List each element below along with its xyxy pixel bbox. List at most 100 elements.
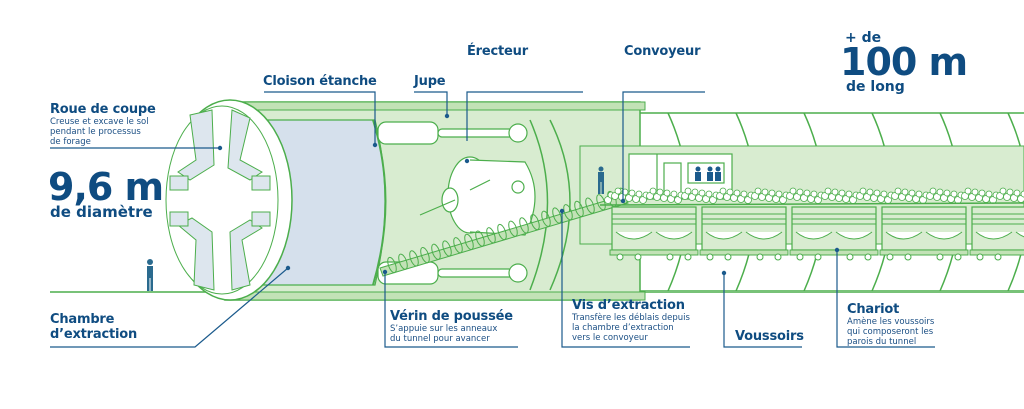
length-value: 100 m	[840, 42, 967, 82]
muck-rock	[755, 188, 761, 194]
muck-rock	[832, 189, 838, 195]
wagon-wheel	[887, 254, 893, 260]
muck-rock	[615, 188, 621, 194]
muck-rock	[916, 191, 922, 197]
label-vis-extraction: Vis d’extraction Transfère les déblais d…	[572, 298, 690, 343]
label-title: Jupe	[414, 74, 445, 89]
label-desc-line: qui composeront les	[847, 327, 934, 337]
label-desc-line: Amène les voussoirs	[847, 317, 934, 327]
worker-figure	[147, 259, 153, 291]
segment-wagon	[970, 207, 1024, 260]
label-title: Érecteur	[467, 44, 528, 59]
muck-rock	[930, 188, 936, 194]
muck-rock	[776, 191, 782, 197]
muck-rock	[874, 190, 880, 196]
muck-rock	[860, 188, 866, 194]
muck-rock	[972, 189, 978, 195]
label-roue-de-coupe: Roue de coupe Creuse et excave le sol pe…	[50, 102, 156, 147]
muck-rock	[839, 190, 845, 196]
label-desc-line: Creuse et excave le sol	[50, 117, 156, 127]
muck-rock	[762, 189, 768, 195]
label-desc-line: Transfère les déblais depuis	[572, 313, 690, 323]
label-title: Vérin de poussée	[390, 309, 513, 324]
segment-wagons	[610, 207, 1024, 260]
muck-rock	[825, 188, 831, 194]
wagon-wheel	[797, 254, 803, 260]
diameter-caption: de diamètre	[50, 203, 153, 221]
label-chambre-extraction: Chambre d’extraction	[50, 312, 137, 342]
wagon-wheel	[775, 254, 781, 260]
muck-rock	[1007, 189, 1013, 195]
wagon-wheel	[707, 254, 713, 260]
wagon-wheel	[617, 254, 623, 260]
label-title: Convoyeur	[624, 44, 700, 59]
label-jupe: Jupe	[414, 74, 445, 89]
wagon-wheel	[995, 254, 1001, 260]
muck-rock	[685, 188, 691, 194]
wagon-wheel	[955, 254, 961, 260]
label-convoyeur: Convoyeur	[624, 44, 700, 59]
muck-rock	[636, 191, 642, 197]
label-voussoirs: Voussoirs	[735, 329, 804, 344]
muck-rock	[1000, 188, 1006, 194]
label-desc-line: du tunnel pour avancer	[390, 334, 513, 344]
muck-rock	[867, 189, 873, 195]
label-title-line: Chambre	[50, 312, 137, 327]
wagon-wheel	[847, 254, 853, 260]
label-title: Chariot	[847, 302, 934, 317]
label-desc-line: vers le convoyeur	[572, 333, 690, 343]
muck-rock	[769, 190, 775, 196]
muck-rock	[881, 191, 887, 197]
muck-rock	[699, 190, 705, 196]
wagon-wheel	[937, 254, 943, 260]
muck-rock	[846, 191, 852, 197]
muck-rock	[741, 191, 747, 197]
wagon-wheel	[725, 254, 731, 260]
muck-rock	[895, 188, 901, 194]
muck-rock	[706, 191, 712, 197]
label-desc-line: pendant le processus	[50, 127, 156, 137]
muck-rock	[664, 190, 670, 196]
muck-rock	[671, 191, 677, 197]
label-chariot: Chariot Amène les voussoirs qui composer…	[847, 302, 934, 347]
wagon-wheel	[757, 254, 763, 260]
wagon-wheel	[685, 254, 691, 260]
muck-rock	[979, 190, 985, 196]
muck-rock	[790, 188, 796, 194]
label-verin-de-poussee: Vérin de poussée S’appuie sur les anneau…	[390, 309, 513, 344]
label-erecteur: Érecteur	[467, 44, 528, 59]
length-caption: de long	[846, 79, 905, 95]
segment-wagon	[700, 207, 788, 260]
diameter-value: 9,6 m	[48, 168, 163, 206]
cutter-head	[166, 100, 292, 300]
muck-rock	[909, 190, 915, 196]
label-desc-line: de forage	[50, 137, 156, 147]
muck-rock	[629, 190, 635, 196]
label-cloison-etanche: Cloison étanche	[263, 74, 377, 89]
wagon-wheel	[865, 254, 871, 260]
muck-rock	[937, 189, 943, 195]
wagon-wheel	[977, 254, 983, 260]
muck-rock	[657, 189, 663, 195]
muck-rock	[1014, 190, 1020, 196]
muck-rock	[965, 188, 971, 194]
segment-wagon	[880, 207, 968, 260]
muck-rock	[692, 189, 698, 195]
muck-rock	[986, 191, 992, 197]
muck-rock	[797, 189, 803, 195]
muck-rock	[727, 189, 733, 195]
muck-rock	[902, 189, 908, 195]
label-desc-line: parois du tunnel	[847, 337, 934, 347]
label-title: Roue de coupe	[50, 102, 156, 117]
segment-wagon	[790, 207, 878, 260]
muck-rock	[650, 188, 656, 194]
muck-rock	[720, 188, 726, 194]
segment-wagon	[610, 207, 698, 260]
label-desc-line: la chambre d’extraction	[572, 323, 690, 333]
muck-rock	[951, 191, 957, 197]
muck-rock	[734, 190, 740, 196]
wagon-wheel	[815, 254, 821, 260]
wagon-wheel	[635, 254, 641, 260]
muck-rock	[944, 190, 950, 196]
